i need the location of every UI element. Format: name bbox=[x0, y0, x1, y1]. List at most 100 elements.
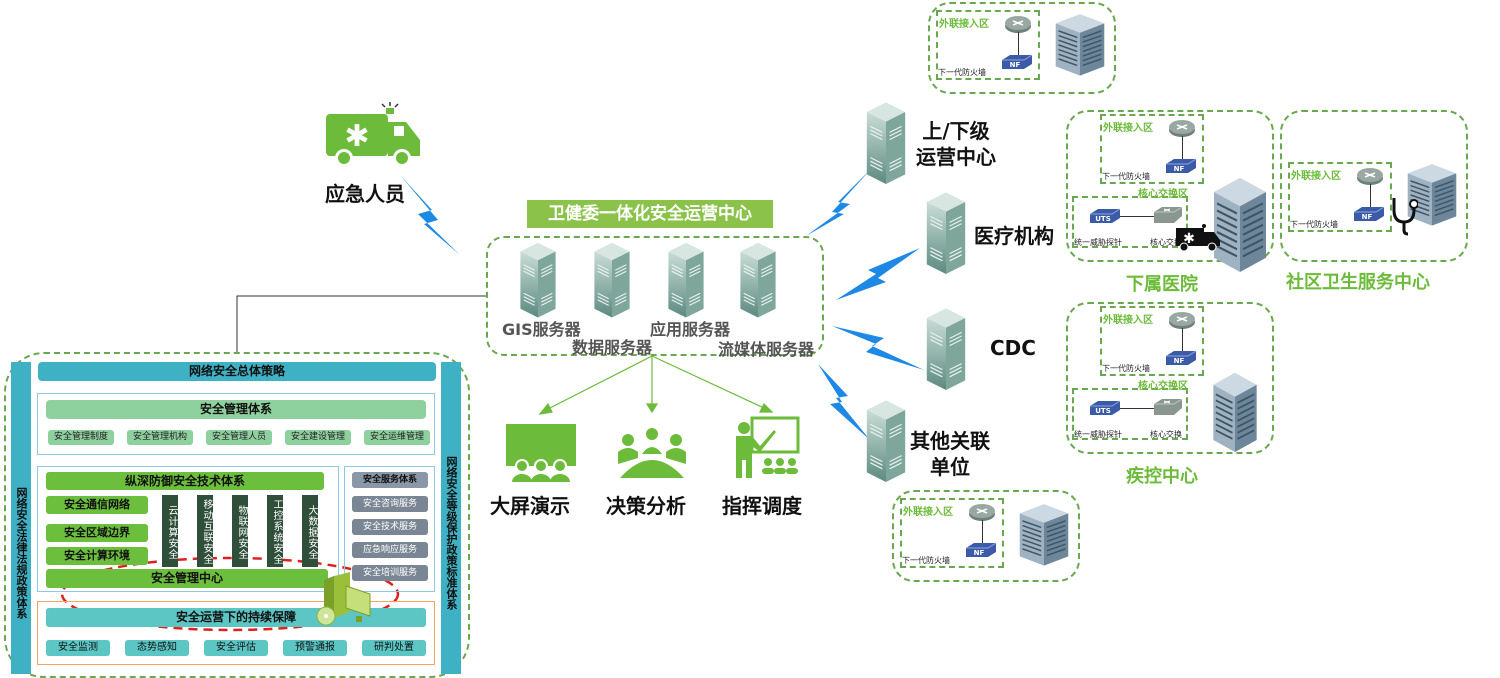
router-link-bottom bbox=[982, 520, 983, 544]
core-zone-label: 核心交换区 bbox=[1138, 189, 1188, 200]
firewall-label: 下一代防火墙 bbox=[1102, 364, 1150, 373]
access-zone-bottom bbox=[900, 498, 1004, 568]
framework-link-line bbox=[236, 295, 486, 352]
firewall-text-community: 下一代防火墙 bbox=[1290, 212, 1338, 231]
building-icon-bottom bbox=[1016, 500, 1072, 570]
site-community bbox=[1280, 110, 1468, 262]
ops-item: 态势感知 bbox=[125, 640, 189, 656]
svg-text:UTS: UTS bbox=[1095, 215, 1111, 223]
node-label-other: 其他关联 单位 bbox=[910, 428, 990, 480]
service-system-title: 安全服务体系 bbox=[352, 472, 428, 488]
building-icon-hospital bbox=[1210, 172, 1270, 276]
firewall-icon-cdc: NF bbox=[1164, 350, 1198, 370]
output-label-decision: 决策分析 bbox=[606, 494, 686, 518]
center-server-group bbox=[486, 236, 824, 356]
service-item: 安全培训服务 bbox=[352, 565, 428, 581]
tech-col: 云计算安全 bbox=[162, 495, 178, 567]
core-zone-cdc bbox=[1072, 388, 1188, 440]
arrowhead-2 bbox=[759, 402, 774, 413]
firewall-icon-community: NF bbox=[1352, 206, 1386, 226]
lightning-emergency-icon bbox=[400, 175, 460, 255]
firewall-icon-top: NF bbox=[1000, 54, 1034, 74]
server-icon-3 bbox=[736, 240, 780, 322]
tech-system-box bbox=[37, 466, 339, 592]
server-icon-0 bbox=[516, 240, 560, 322]
svg-text:UTS: UTS bbox=[1095, 407, 1111, 415]
server-label-app: 应用服务器 bbox=[650, 320, 731, 339]
ops-item: 安全评估 bbox=[204, 640, 268, 656]
core-switch-label: 核心交换 bbox=[1150, 238, 1182, 247]
svg-text:NF: NF bbox=[1010, 61, 1021, 69]
access-zone-title-bottom: 外联接入区 bbox=[903, 500, 953, 519]
arrowhead-0 bbox=[538, 402, 553, 415]
node-server-icon-2 bbox=[922, 306, 970, 394]
access-zone-label: 外联接入区 bbox=[1103, 123, 1153, 134]
ops-item: 预警通报 bbox=[283, 640, 347, 656]
arrow-line-0 bbox=[545, 355, 653, 411]
router-icon-cdc bbox=[1168, 310, 1196, 334]
site-cdc bbox=[1066, 302, 1274, 454]
probe-link-hospital bbox=[1120, 216, 1156, 217]
lightning-node0-icon bbox=[806, 168, 872, 236]
site-hospital bbox=[1066, 110, 1274, 262]
access-zone-label: 外联接入区 bbox=[1291, 171, 1341, 182]
access-zone-title-top: 外联接入区 bbox=[939, 12, 989, 31]
access-zone-title-hospital: 外联接入区 bbox=[1103, 116, 1153, 135]
lightning-node1-icon bbox=[836, 248, 920, 300]
node-server-icon-0 bbox=[862, 100, 910, 188]
ambulance-icon: ✱ bbox=[324, 102, 424, 174]
tech-row-compute: 安全计算环境 bbox=[46, 547, 148, 565]
router-icon-community bbox=[1356, 166, 1384, 190]
router-link-cdc bbox=[1182, 328, 1183, 352]
server-label-stream: 流媒体服务器 bbox=[718, 340, 815, 359]
firewall-icon-hospital: NF bbox=[1164, 158, 1198, 178]
router-icon-top bbox=[1004, 14, 1032, 38]
firewall-text-cdc: 下一代防火墙 bbox=[1102, 356, 1150, 375]
server-icon-1 bbox=[590, 240, 634, 322]
access-zone-title-community: 外联接入区 bbox=[1291, 164, 1341, 183]
node-label-medical: 医疗机构 bbox=[974, 224, 1054, 248]
tech-row-network: 安全通信网络 bbox=[46, 496, 148, 514]
tech-col: 物联网安全 bbox=[232, 495, 248, 567]
probe-icon-cdc: UTS bbox=[1088, 400, 1122, 420]
svg-text:NF: NF bbox=[1174, 357, 1185, 365]
probe-link-cdc bbox=[1120, 408, 1156, 409]
site-top bbox=[928, 2, 1116, 94]
firewall-icon-bottom: NF bbox=[964, 542, 998, 562]
node-label-other-line1: 其他关联 bbox=[910, 429, 990, 453]
firewall-text-hospital: 下一代防火墙 bbox=[1102, 164, 1150, 183]
svg-text:NF: NF bbox=[974, 549, 985, 557]
node-server-icon-3 bbox=[862, 398, 910, 486]
probe-label: 统一威胁探针 bbox=[1074, 238, 1122, 247]
site-label-cdc: 疾控中心 bbox=[1126, 466, 1198, 487]
svg-text:NF: NF bbox=[1362, 213, 1373, 221]
core-switch-icon-hospital bbox=[1152, 206, 1184, 228]
router-link-community bbox=[1370, 184, 1371, 208]
mgmt-item: 安全管理机构 bbox=[127, 430, 193, 445]
probe-text-cdc: 统一威胁探针 bbox=[1074, 422, 1122, 441]
probe-icon-hospital: UTS bbox=[1088, 208, 1122, 228]
router-link-top bbox=[1018, 32, 1019, 56]
stethoscope-icon bbox=[1390, 196, 1419, 240]
mgmt-item: 安全管理人员 bbox=[206, 430, 272, 445]
access-zone-label: 外联接入区 bbox=[939, 19, 989, 30]
service-item: 安全咨询服务 bbox=[352, 496, 428, 512]
command-dispatch-icon bbox=[730, 416, 802, 480]
probe-label: 统一威胁探针 bbox=[1074, 430, 1122, 439]
ops-item: 安全监测 bbox=[46, 640, 110, 656]
highlight-ellipse bbox=[60, 556, 400, 632]
tech-row-boundary: 安全区域边界 bbox=[46, 524, 148, 542]
access-zone-hospital bbox=[1100, 114, 1204, 184]
core-zone-title-hospital: 核心交换区 bbox=[1138, 182, 1188, 201]
service-item: 应急响应服务 bbox=[352, 542, 428, 558]
access-zone-community bbox=[1288, 162, 1392, 232]
tech-system-title: 纵深防御安全技术体系 bbox=[46, 472, 324, 490]
node-label-ops-center-line2: 运营中心 bbox=[916, 145, 996, 169]
core-switch-text-hospital: 核心交换 bbox=[1150, 230, 1182, 249]
core-switch-text-cdc: 核心交换 bbox=[1150, 422, 1182, 441]
building-icon-top bbox=[1052, 10, 1108, 80]
mgmt-item: 安全管理制度 bbox=[48, 430, 114, 445]
access-zone-label: 外联接入区 bbox=[1103, 315, 1153, 326]
node-label-ops-center: 上/下级 运营中心 bbox=[916, 118, 996, 170]
